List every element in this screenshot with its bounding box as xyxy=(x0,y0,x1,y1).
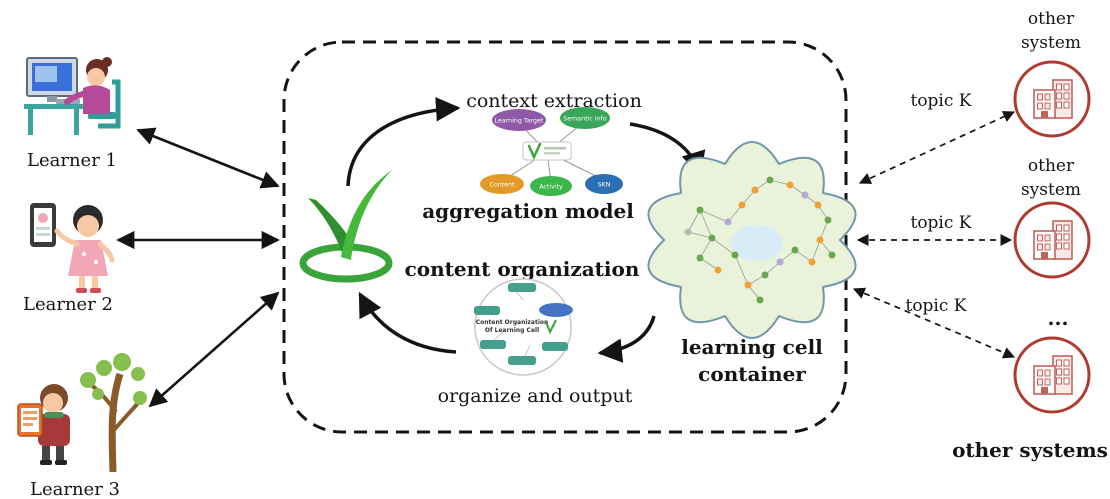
other-system-3: ... xyxy=(1013,306,1091,414)
topic-link-1 xyxy=(858,111,1016,184)
node-content-label: Content xyxy=(489,182,515,189)
learner-2-label: Learner 2 xyxy=(23,294,113,315)
learning-cell-logo-icon xyxy=(299,170,393,283)
topic-label-3: topic K xyxy=(905,296,966,316)
mini-logo-icon xyxy=(545,319,557,335)
processing-boundary xyxy=(282,40,848,434)
mini-logo-icon xyxy=(527,142,542,161)
topic-link-3 xyxy=(852,287,1016,359)
other-system-1: other system xyxy=(1013,9,1091,138)
learner-1-illustration xyxy=(24,57,121,135)
node-learning-target xyxy=(492,109,546,131)
organization-center-label-line1: Content Organization xyxy=(476,319,549,326)
topic-label-1: topic K xyxy=(910,91,971,111)
container-label-line2: container xyxy=(698,362,806,386)
context-extraction-label: context extraction xyxy=(466,90,642,112)
node-activity-label: Activity xyxy=(539,184,563,191)
learner-1-label: Learner 1 xyxy=(27,150,117,171)
node-activity xyxy=(530,176,572,196)
other-system-3-ellipsis: ... xyxy=(1048,306,1069,330)
arrow-container-to-organization xyxy=(597,315,656,363)
aggregation-model-diagram: Learning Target Semantic Info Content Ac… xyxy=(480,107,623,196)
node-skn-label: SKN xyxy=(598,182,611,189)
other-systems-footer-label: other systems xyxy=(952,438,1108,462)
aggregation-model-label: aggregation model xyxy=(422,199,634,223)
node-learning-target-label: Learning Target xyxy=(495,118,544,125)
content-organization-diagram: Content Organization Of Learning Cell xyxy=(474,278,573,376)
other-system-2-label-line1: other xyxy=(1028,156,1075,176)
learner-3-illustration xyxy=(17,353,147,473)
learner-2-illustration xyxy=(30,203,115,293)
organization-center-label-line2: Of Learning Cell xyxy=(485,327,539,334)
arrow-logo-to-context-extraction xyxy=(346,97,461,187)
node-content xyxy=(480,174,524,194)
tree-icon xyxy=(108,372,124,473)
organize-and-output-label: organize and output xyxy=(438,385,633,407)
other-system-2: other system xyxy=(1013,156,1091,279)
other-system-2-label-line2: system xyxy=(1021,180,1081,200)
learner-1-arrow xyxy=(136,127,280,189)
node-semantic-info xyxy=(560,107,610,129)
other-system-1-label-line2: system xyxy=(1021,33,1081,53)
knowledge-network-graph xyxy=(684,176,836,304)
other-system-1-label-line1: other xyxy=(1028,9,1075,29)
node-semantic-info-label: Semantic Info xyxy=(563,116,607,123)
learner-3-arrow xyxy=(148,291,280,408)
learning-cell-container-cloud xyxy=(647,141,857,339)
node-skn xyxy=(585,174,623,194)
topic-label-2: topic K xyxy=(910,213,971,233)
container-label-line1: learning cell xyxy=(681,335,823,359)
content-organization-label: content organization xyxy=(405,257,640,281)
arrow-organization-to-logo xyxy=(358,291,457,354)
learner-3-label: Learner 3 xyxy=(30,479,120,499)
